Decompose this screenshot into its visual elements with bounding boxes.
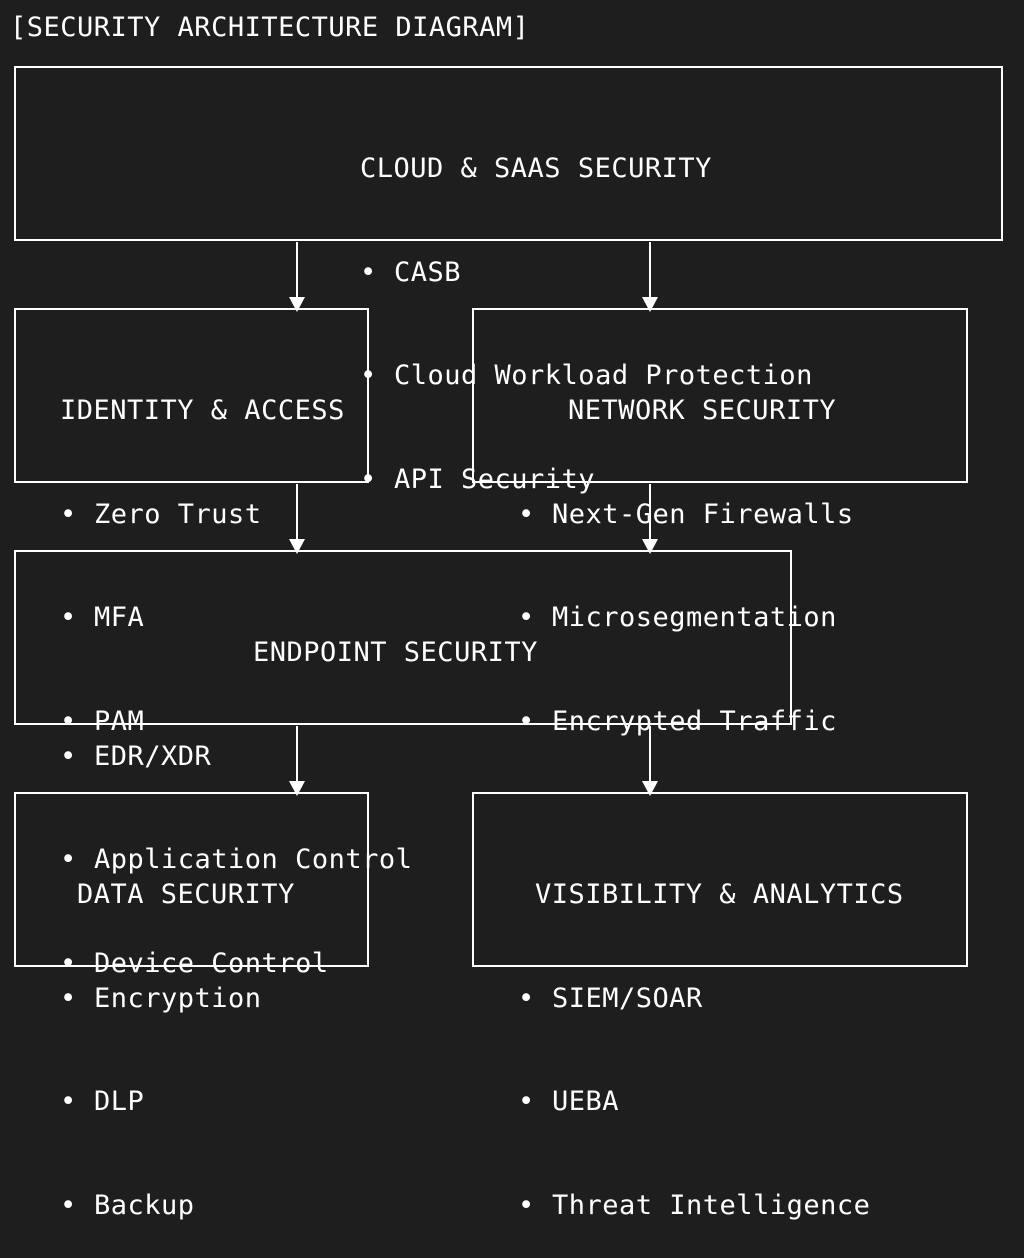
list-item: •MFA (60, 601, 345, 636)
list-item: •DLP (60, 1085, 295, 1120)
arrow-cloud-to-network (642, 242, 658, 312)
endpoint-security-content: ENDPOINT SECURITY •EDR/XDR •Application … (60, 567, 538, 1016)
list-item: •Application Control (60, 843, 538, 878)
visibility-analytics-heading: VISIBILITY & ANALYTICS (535, 879, 904, 910)
identity-access-box (14, 308, 369, 483)
list-item: •Threat Intelligence (518, 1189, 904, 1224)
arrow-cloud-to-identity (289, 242, 305, 312)
network-security-box (472, 308, 968, 483)
list-item: •UEBA (518, 1085, 904, 1120)
bullet-icon: • (60, 1189, 77, 1221)
list-item: •Microsegmentation (518, 601, 854, 636)
arrow-endpoint-to-visibility (642, 726, 658, 796)
list-item: •PAM (60, 705, 345, 740)
bullet-icon: • (518, 498, 535, 530)
bullet-icon: • (60, 602, 77, 633)
connector-arrows (289, 242, 658, 796)
list-item: •EDR/XDR (60, 740, 538, 775)
identity-access-content: IDENTITY & ACCESS •Zero Trust •MFA •PAM (60, 325, 345, 774)
bullet-icon: • (60, 844, 77, 875)
data-security-box (14, 792, 369, 967)
cloud-saas-security-box (14, 66, 1003, 241)
list-item: •API Security (360, 463, 813, 498)
arrow-network-to-endpoint (642, 484, 658, 554)
bullet-icon: • (518, 705, 535, 737)
bullet-icon: • (60, 740, 77, 772)
list-item: •Device Control (60, 947, 538, 982)
list-item: •Zero Trust (60, 498, 345, 533)
endpoint-security-box (14, 550, 792, 725)
network-security-heading: NETWORK SECURITY (568, 395, 837, 426)
cloud-saas-security-heading: CLOUD & SAAS SECURITY (360, 153, 712, 184)
bullet-icon: • (60, 947, 77, 979)
cloud-saas-security-content: CLOUD & SAAS SECURITY •CASB •Cloud Workl… (360, 83, 813, 532)
visibility-analytics-box (472, 792, 968, 967)
bullet-icon: • (518, 1086, 535, 1117)
endpoint-security-heading: ENDPOINT SECURITY (253, 637, 538, 668)
network-security-content: NETWORK SECURITY •Next-Gen Firewalls •Mi… (518, 325, 854, 774)
data-security-heading: DATA SECURITY (77, 879, 295, 910)
identity-access-heading: IDENTITY & ACCESS (60, 395, 345, 426)
bullet-icon: • (360, 256, 377, 288)
list-item: •Cloud Workload Protection (360, 359, 813, 394)
list-item: •Next-Gen Firewalls (518, 498, 854, 533)
bullet-icon: • (518, 1189, 535, 1221)
bullet-icon: • (518, 602, 535, 633)
arrow-identity-to-endpoint (289, 484, 305, 554)
list-item: •CASB (360, 256, 813, 291)
arrow-endpoint-to-data (289, 726, 305, 796)
list-item: •Backup (60, 1189, 295, 1224)
bullet-icon: • (60, 498, 77, 530)
diagram-title: [SECURITY ARCHITECTURE DIAGRAM] (10, 12, 530, 43)
bullet-icon: • (60, 705, 77, 737)
list-item: •Encrypted Traffic (518, 705, 854, 740)
bullet-icon: • (60, 1086, 77, 1117)
